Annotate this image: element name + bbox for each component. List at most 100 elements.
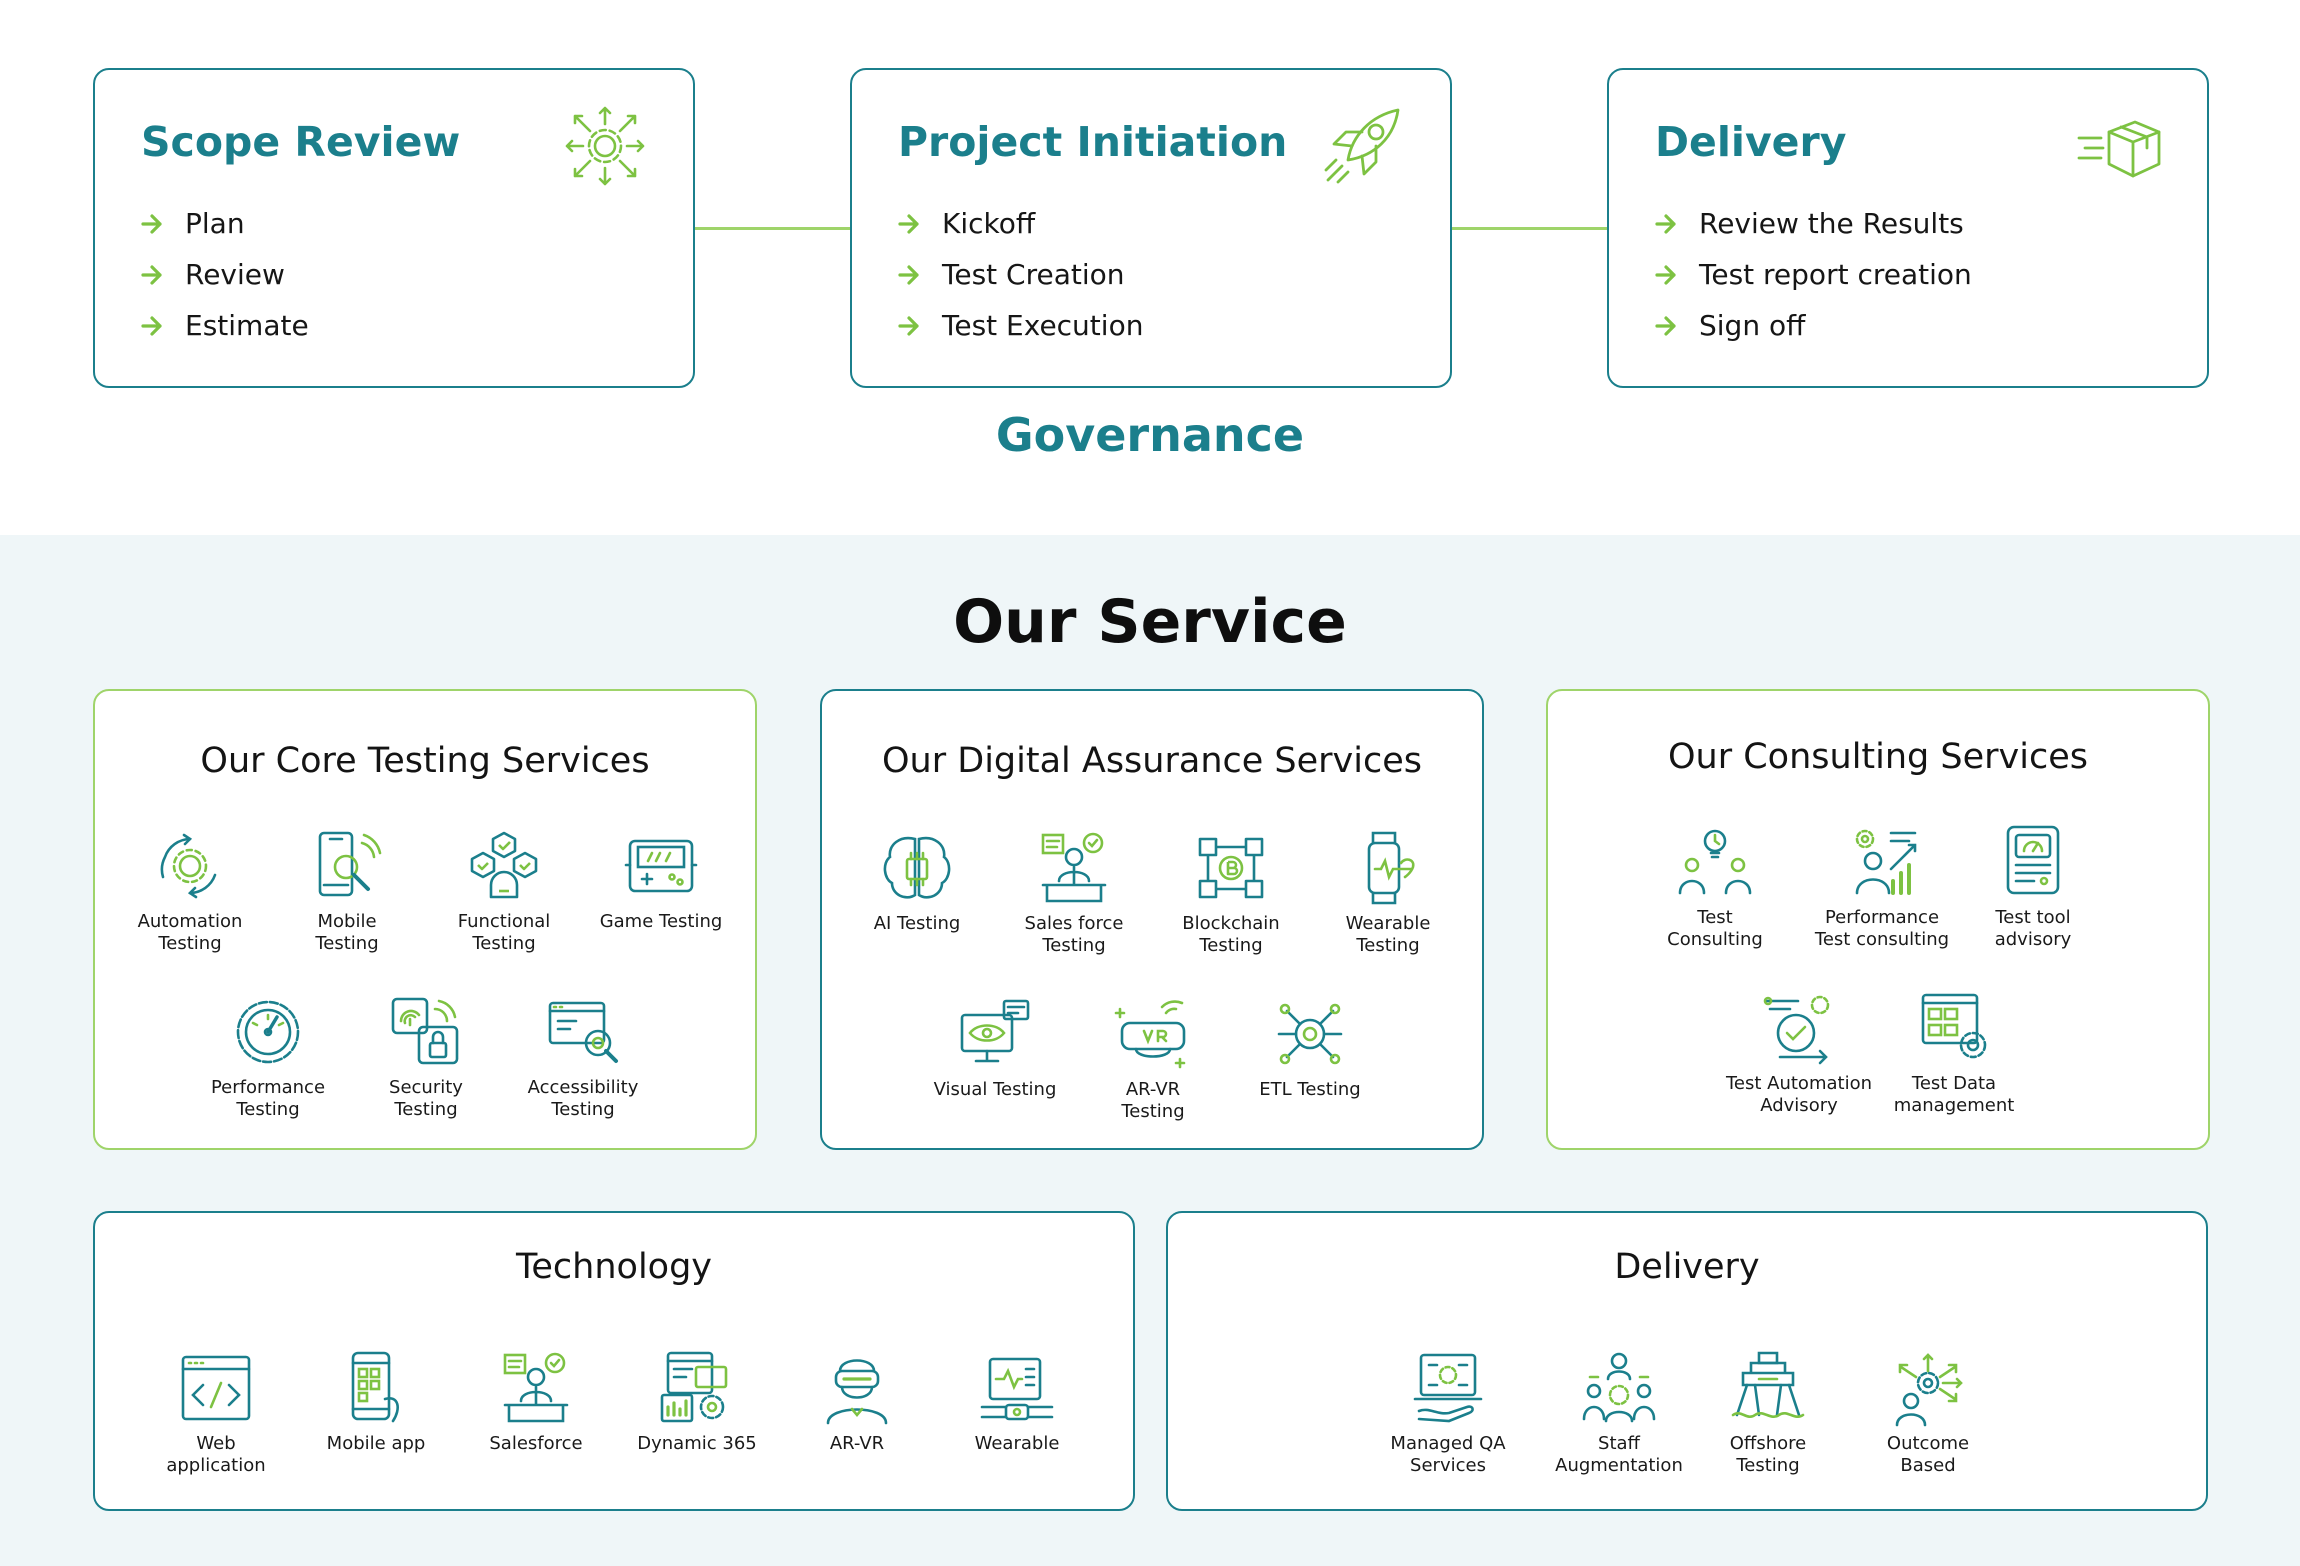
technology-card: Technology Web application Mobile app Sa… <box>93 1211 1135 1511</box>
service-security-testing: Security Testing <box>351 993 501 1121</box>
list-item: Test Creation <box>898 249 1143 300</box>
section-title: Our Service <box>953 587 1347 657</box>
consulting-people-icon <box>1678 829 1752 895</box>
dynamics-dashboard-icon <box>660 1351 728 1423</box>
service-game-testing: Game Testing <box>586 827 736 933</box>
arrow-right-icon <box>1655 264 1699 285</box>
service-visual-testing: Visual Testing <box>920 995 1070 1101</box>
card-title: Our Digital Assurance Services <box>882 741 1422 781</box>
tech-ar-vr: AR-VR <box>782 1349 932 1455</box>
game-console-icon <box>624 839 698 893</box>
outcome-arrows-icon <box>1895 1353 1963 1427</box>
our-service-section: Our Service Our Core Testing Services Au… <box>0 535 2300 1566</box>
list-item: Review <box>141 249 309 300</box>
arrow-right-icon <box>1655 213 1699 234</box>
accessibility-search-icon <box>548 1001 618 1063</box>
arrow-right-icon <box>898 213 942 234</box>
test-tool-device-icon <box>2006 825 2060 895</box>
service-performance-test-consulting: Performance Test consulting <box>1807 823 1957 951</box>
list-item: Sign off <box>1655 300 1972 351</box>
service-functional-testing: Functional Testing <box>429 827 579 955</box>
service-ai-testing: AI Testing <box>842 829 992 935</box>
service-mobile-testing: Mobile Testing <box>272 827 422 955</box>
arrow-right-icon <box>141 315 185 336</box>
mobile-app-icon <box>351 1351 399 1423</box>
monitor-eye-icon <box>960 999 1030 1063</box>
automation-cycle-icon <box>160 833 217 899</box>
list-item: Test Execution <box>898 300 1143 351</box>
offshore-rig-icon <box>1731 1351 1805 1418</box>
list-item: Test report creation <box>1655 249 1972 300</box>
managed-qa-laptop-icon <box>1413 1353 1483 1423</box>
functional-hex-icon <box>470 831 538 899</box>
project-initiation-list: Kickoff Test Creation Test Execution <box>898 198 1143 351</box>
service-ar-vr-testing: AR-VR Testing <box>1078 995 1228 1123</box>
arrow-right-icon <box>898 315 942 336</box>
connector-line-2 <box>1451 227 1609 230</box>
card-title: Project Initiation <box>898 118 1288 166</box>
service-blockchain-testing: Blockchain Testing <box>1156 829 1306 957</box>
service-etl-testing: ETL Testing <box>1235 995 1385 1101</box>
wearable-wrist-icon <box>980 1357 1054 1421</box>
performance-chart-icon <box>1855 829 1917 895</box>
scope-review-list: Plan Review Estimate <box>141 198 309 351</box>
delivery-list: Review the Results Test report creation … <box>1655 198 1972 351</box>
tech-mobile-app: Mobile app <box>301 1349 451 1455</box>
speedometer-gear-icon <box>236 1000 300 1064</box>
list-item: Plan <box>141 198 309 249</box>
fingerprint-lock-icon <box>391 997 459 1065</box>
list-item: Kickoff <box>898 198 1143 249</box>
delivery-outcome-based: Outcome Based <box>1853 1349 2003 1477</box>
salesforce-person-icon <box>1041 832 1107 903</box>
service-test-automation-advisory: Test Automation Advisory <box>1724 989 1874 1117</box>
automation-advisory-icon <box>1763 995 1830 1065</box>
digital-assurance-card: Our Digital Assurance Services AI Testin… <box>820 689 1484 1150</box>
arrow-right-icon <box>141 213 185 234</box>
vr-headset-icon <box>1114 1000 1186 1069</box>
arrow-right-icon <box>1655 315 1699 336</box>
mobile-search-icon <box>318 831 382 897</box>
delivery-services-card: Delivery Managed QA Services Staff Augme… <box>1166 1211 2208 1511</box>
service-test-tool-advisory: Test tool advisory <box>1958 823 2108 951</box>
tech-salesforce: Salesforce <box>461 1349 611 1455</box>
tech-dynamic-365: Dynamic 365 <box>622 1349 772 1455</box>
governance-process: Scope Review Plan Review Estimate Projec… <box>0 0 2300 535</box>
service-accessibility-testing: Accessibility Testing <box>508 993 658 1121</box>
card-title: Our Core Testing Services <box>200 741 650 781</box>
consulting-card: Our Consulting Services Test Consulting … <box>1546 689 2210 1150</box>
card-title: Technology <box>515 1247 713 1287</box>
smartwatch-icon <box>1367 831 1415 905</box>
delivery-card: Delivery Review the Results Test report … <box>1607 68 2209 388</box>
tech-wearable: Wearable <box>942 1349 1092 1455</box>
governance-label: Governance <box>995 408 1305 462</box>
vr-person-icon <box>826 1359 888 1425</box>
list-item: Estimate <box>141 300 309 351</box>
list-item: Review the Results <box>1655 198 1972 249</box>
gear-arrows-icon <box>565 106 645 186</box>
delivery-managed-qa-services: Managed QA Services <box>1373 1349 1523 1477</box>
package-icon <box>2077 120 2161 178</box>
card-title: Delivery <box>1655 118 1847 166</box>
data-management-icon <box>1921 993 1987 1059</box>
rocket-icon <box>1324 108 1400 184</box>
service-performance-testing: Performance Testing <box>193 993 343 1121</box>
service-test-consulting: Test Consulting <box>1640 823 1790 951</box>
staff-team-icon <box>1582 1352 1656 1423</box>
blockchain-cubes-icon <box>1198 837 1264 899</box>
service-automation-testing: Automation Testing <box>115 827 265 955</box>
card-title: Delivery <box>1614 1247 1760 1287</box>
tech-web-application: Web application <box>141 1349 291 1477</box>
core-testing-card: Our Core Testing Services Automation Tes… <box>93 689 757 1150</box>
ai-brain-icon <box>883 836 951 899</box>
service-test-data-management: Test Data management <box>1879 989 2029 1117</box>
delivery-offshore-testing: Offshore Testing <box>1693 1349 1843 1477</box>
connector-line-1 <box>694 227 852 230</box>
scope-review-card: Scope Review Plan Review Estimate <box>93 68 695 388</box>
arrow-right-icon <box>898 264 942 285</box>
card-title: Scope Review <box>141 118 461 166</box>
arrow-right-icon <box>141 264 185 285</box>
service-wearable-testing: Wearable Testing <box>1313 829 1463 957</box>
project-initiation-card: Project Initiation Kickoff Test Creation… <box>850 68 1452 388</box>
delivery-staff-augmentation: Staff Augmentation <box>1544 1349 1694 1477</box>
card-title: Our Consulting Services <box>1668 737 2088 777</box>
